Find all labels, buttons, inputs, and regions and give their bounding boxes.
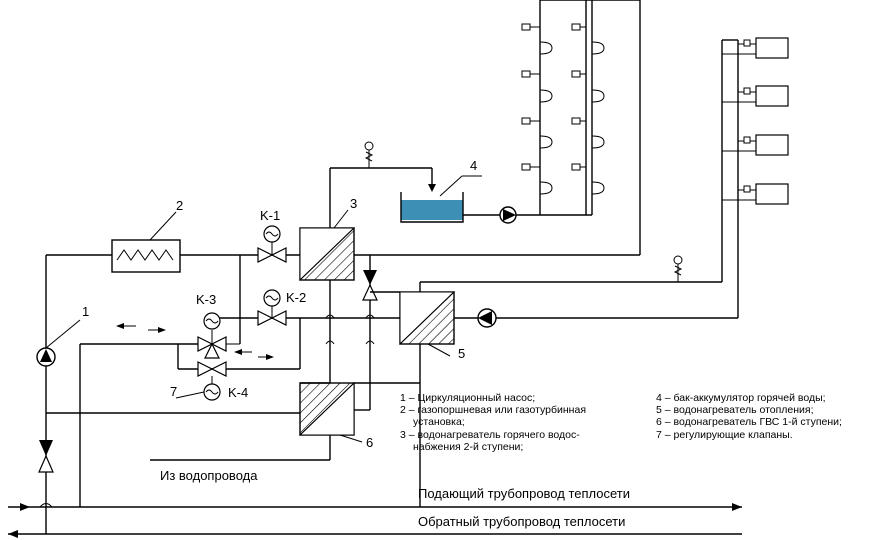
dhw-heater-stage1	[298, 381, 355, 436]
label-1: 1	[82, 304, 89, 319]
supply-pipe	[8, 503, 742, 511]
legend-right-3: 6 – водонагреватель ГВС 1-й ступени;	[656, 416, 842, 428]
valve-k1-icon	[257, 225, 287, 263]
radiator-valve-icon	[743, 39, 751, 193]
dhw-heater-stage2	[299, 227, 356, 282]
thermometer-icon	[364, 141, 374, 168]
valve-k3-label: K-3	[196, 292, 216, 307]
pipe-crossing	[39, 503, 53, 508]
heating-heater	[399, 291, 456, 346]
legend-left-3: установка;	[413, 416, 465, 428]
check-valve-icon	[362, 270, 378, 301]
check-valve-icon	[38, 440, 54, 473]
circulation-pump-icon	[36, 347, 56, 367]
legend-right-1: 4 – бак-аккумулятор горячей воды;	[656, 392, 826, 404]
valve-k3-icon	[197, 312, 227, 359]
dhw-pump-icon	[499, 206, 517, 224]
legend-left-2: 2 – газопоршневая или газотурбинная	[400, 404, 586, 416]
valve-k2-label: K-2	[286, 290, 306, 305]
return-pipe	[8, 530, 742, 538]
gas-turbine-unit	[111, 239, 181, 273]
legend-left-5: набжения 2-й ступени;	[413, 441, 523, 453]
radiator-icon	[722, 37, 789, 205]
legend-left-4: 3 – водонагреватель горячего водос-	[400, 429, 580, 441]
label-4: 4	[470, 158, 477, 173]
legend-right-2: 5 – водонагреватель отопления;	[656, 404, 814, 416]
label-3: 3	[350, 196, 357, 211]
heating-risers	[721, 39, 739, 318]
circulation-loop	[45, 254, 300, 534]
label-7: 7	[170, 384, 177, 399]
label-5: 5	[458, 346, 465, 361]
label-6: 6	[366, 435, 373, 450]
valve-k4-label: K-4	[228, 385, 248, 400]
valve-k4-icon	[197, 361, 227, 401]
tap-icon	[521, 23, 586, 171]
label-2: 2	[176, 198, 183, 213]
hot-water-tank	[400, 192, 464, 223]
thermometer-icon	[673, 255, 683, 282]
dhw-risers	[539, 0, 640, 216]
flow-arrows	[116, 323, 274, 360]
valve-k1-label: K-1	[260, 208, 280, 223]
legend-right-4: 7 – регулирующие клапаны.	[656, 429, 793, 441]
water-supply-label: Из водопровода	[160, 468, 258, 483]
legend-left-1: 1 – Циркуляционный насос;	[400, 392, 535, 404]
return-pipe-label: Обратный трубопровод теплосети	[418, 514, 625, 529]
valve-k2-icon	[257, 289, 287, 326]
riser-loops	[539, 41, 605, 195]
heating-pump-icon	[477, 308, 497, 328]
supply-pipe-label: Подающий трубопровод теплосети	[418, 486, 630, 501]
legend: 1 – Циркуляционный насос; 2 – газопоршне…	[400, 392, 842, 453]
